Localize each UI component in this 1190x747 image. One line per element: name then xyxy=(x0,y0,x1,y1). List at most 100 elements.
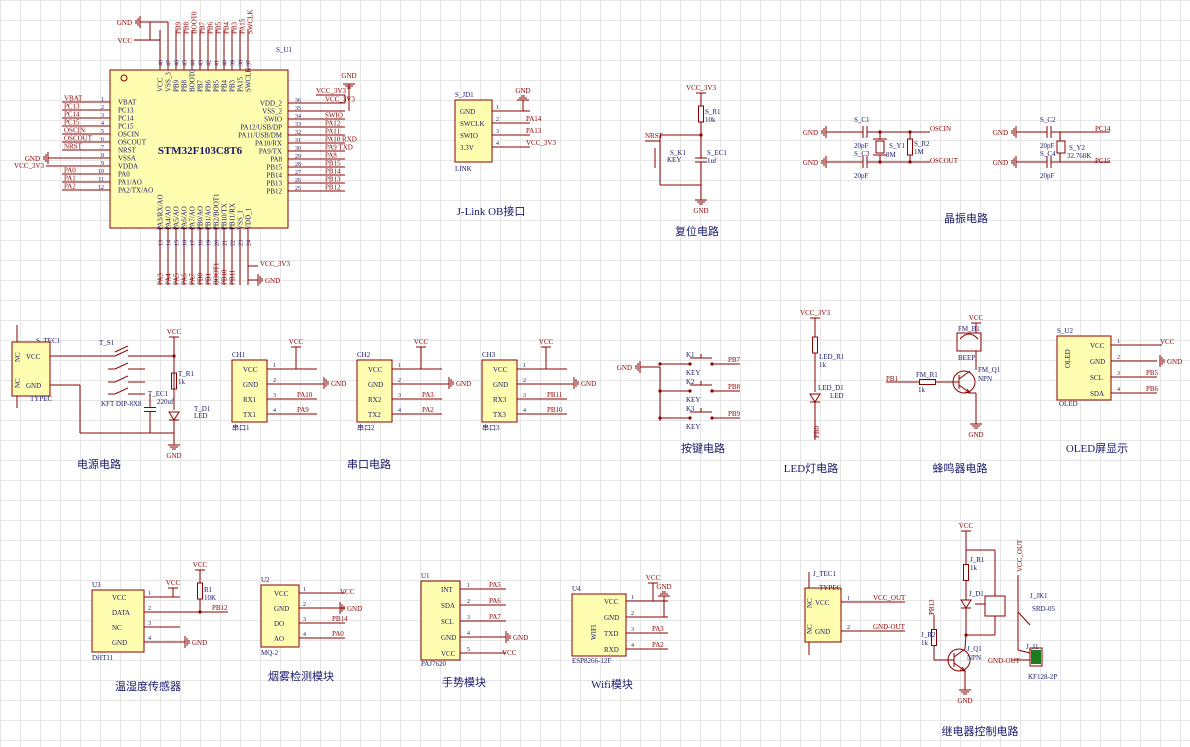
mcu-pin-num: 47 xyxy=(167,60,173,66)
mcu-pin-name: VBAT xyxy=(118,99,137,107)
gnd-label: GND xyxy=(456,380,471,388)
mcu-bottom-net: PA7 xyxy=(189,273,197,285)
mcu-pin-num: 19 xyxy=(207,240,213,246)
mcu-pin-name: PB14 xyxy=(266,172,282,180)
junction-dot xyxy=(172,354,176,358)
key-val: KEY xyxy=(686,369,700,377)
mcu-pin-num: 37 xyxy=(247,60,253,66)
mcu-pin-name: SWIO xyxy=(264,116,282,124)
power-caption: 电源电路 xyxy=(77,457,121,471)
dht-pin-name: DATA xyxy=(112,609,130,617)
junction-dot xyxy=(710,416,714,420)
relay-d-ref: J_D1 xyxy=(969,590,984,598)
mcu-pin-num: 36 xyxy=(295,98,301,104)
serial-pin-num: 1 xyxy=(398,363,401,369)
serial-connector-body xyxy=(231,359,268,423)
power-c-val: 220uf xyxy=(157,398,174,406)
gnd-label: GND xyxy=(656,583,671,591)
mq2-net: PB14 xyxy=(332,615,348,623)
mcu-net-label: PA10 RXD xyxy=(325,136,357,144)
mcu-bottom-net: PA5 xyxy=(173,273,181,285)
crystal-c2-ref: S_C2 xyxy=(1040,116,1056,124)
relay-coil xyxy=(984,595,1006,617)
mcu-pin-name: PA4/AO xyxy=(165,206,173,230)
power-tec-side: NC xyxy=(14,378,22,388)
buzzer-net: PB1 xyxy=(886,375,899,383)
wifi-pin-num: 3 xyxy=(631,627,634,633)
jlink-ref: S_JD1 xyxy=(455,91,474,99)
mcu-pin-num: 48 xyxy=(159,60,165,66)
reset-key-val: KEY xyxy=(667,156,681,164)
serial-net: PB11 xyxy=(547,391,563,399)
led-d-ref: LED_D1 xyxy=(818,384,844,392)
mcu-pin-num: 32 xyxy=(295,130,301,136)
relay-tec-net: VCC_OUT xyxy=(873,594,906,602)
dht-pin-num: 3 xyxy=(148,621,151,627)
oled-pin-num: 3 xyxy=(1117,371,1120,377)
junction-dot xyxy=(198,610,202,614)
crystal-y1 xyxy=(875,140,885,154)
mcu-pin-name: VSSA xyxy=(118,155,136,163)
mcu-pin-name: PB2/BOOT1 xyxy=(213,193,221,230)
serial-pin-num: 4 xyxy=(398,408,401,414)
gnd-label: GND xyxy=(581,380,596,388)
relay-tec-num: 1 xyxy=(847,596,850,602)
reset-r-val: 10k xyxy=(705,116,716,124)
serial-pin-name: TX2 xyxy=(368,411,381,419)
led-diode xyxy=(809,393,821,403)
gnd-label: GND xyxy=(993,159,1008,167)
mcu-net-label: VBAT xyxy=(64,95,83,103)
vcc-label: VCC xyxy=(414,338,429,346)
mcu-pin-num: 12 xyxy=(98,185,104,191)
mcu-pin-num: 30 xyxy=(295,146,301,152)
wifi-name: ESP8266-12F xyxy=(572,657,611,665)
mq2-pin-name: GND xyxy=(274,605,289,613)
relay-tec-pin: GND xyxy=(815,628,830,636)
mcu-top-net: PB6 xyxy=(207,21,215,34)
jlink-net: PA13 xyxy=(526,127,542,135)
jlink-pin-num: 2 xyxy=(496,117,499,123)
mcu-pin-num: 22 xyxy=(231,240,237,246)
relay-gnd-out: GND-OUT xyxy=(988,657,1021,665)
mcu-pin-name: PB1/AO xyxy=(205,206,213,230)
mcu-pin-name: PA15 xyxy=(237,76,245,92)
key-ref: K1 xyxy=(686,351,695,359)
wifi-caption: Wifi模块 xyxy=(591,678,633,691)
serial-ref: CH3 xyxy=(482,351,496,359)
mcu-pin-name: NRST xyxy=(118,147,137,155)
reset-key-ref: S_K1 xyxy=(670,149,686,157)
mcu-pin-num: 43 xyxy=(199,60,205,66)
mcu-net-label: PC14 xyxy=(64,111,80,119)
serial-pin-num: 4 xyxy=(273,408,276,414)
mcu-pin-num: 8 xyxy=(101,153,104,159)
buzzer-q-val: NPN xyxy=(978,375,992,383)
mq2-pin-name: VCC xyxy=(274,590,289,598)
mcu-pin-num: 29 xyxy=(295,154,301,160)
mcu-pin-name: PB9 xyxy=(173,79,181,92)
serial-pin-name: TX1 xyxy=(243,411,256,419)
mcu-pin-name: BOOT0 xyxy=(189,69,197,92)
paj-net: PA7 xyxy=(489,613,501,621)
power-d-val: LED xyxy=(194,412,208,420)
mcu-pin-name: PA10/RX xyxy=(255,140,282,148)
mcu-pin-name: PB4 xyxy=(221,79,229,92)
mcu-pin-name: PB12 xyxy=(266,188,282,196)
mcu-bottom-net: BOOT1 xyxy=(213,262,221,285)
mcu-net-label: PA0 xyxy=(64,167,76,175)
wifi-label: WIFI xyxy=(590,624,598,640)
reset-net: NRST xyxy=(645,132,664,140)
mcu-bottom-net: PA3 xyxy=(157,273,165,285)
gnd-label: GND xyxy=(803,129,818,137)
dht-resistor-body xyxy=(197,582,203,600)
jlink-caption: J-Link OB接口 xyxy=(457,205,526,218)
crystal-y2-val: 32.768K xyxy=(1067,152,1091,160)
serial-net: PA2 xyxy=(422,406,434,414)
mq2-pin-num: 2 xyxy=(303,602,306,608)
serial-pin-num: 4 xyxy=(523,408,526,414)
oled-pin-num: 1 xyxy=(1117,339,1120,345)
gnd-label: GND xyxy=(265,277,280,285)
mcu-net-label: SWIO xyxy=(325,112,343,120)
mcu-pin-name: PB15 xyxy=(266,164,282,172)
crystal-y2-ref: S_Y2 xyxy=(1069,144,1085,152)
vcc-label: VCC xyxy=(969,314,984,322)
